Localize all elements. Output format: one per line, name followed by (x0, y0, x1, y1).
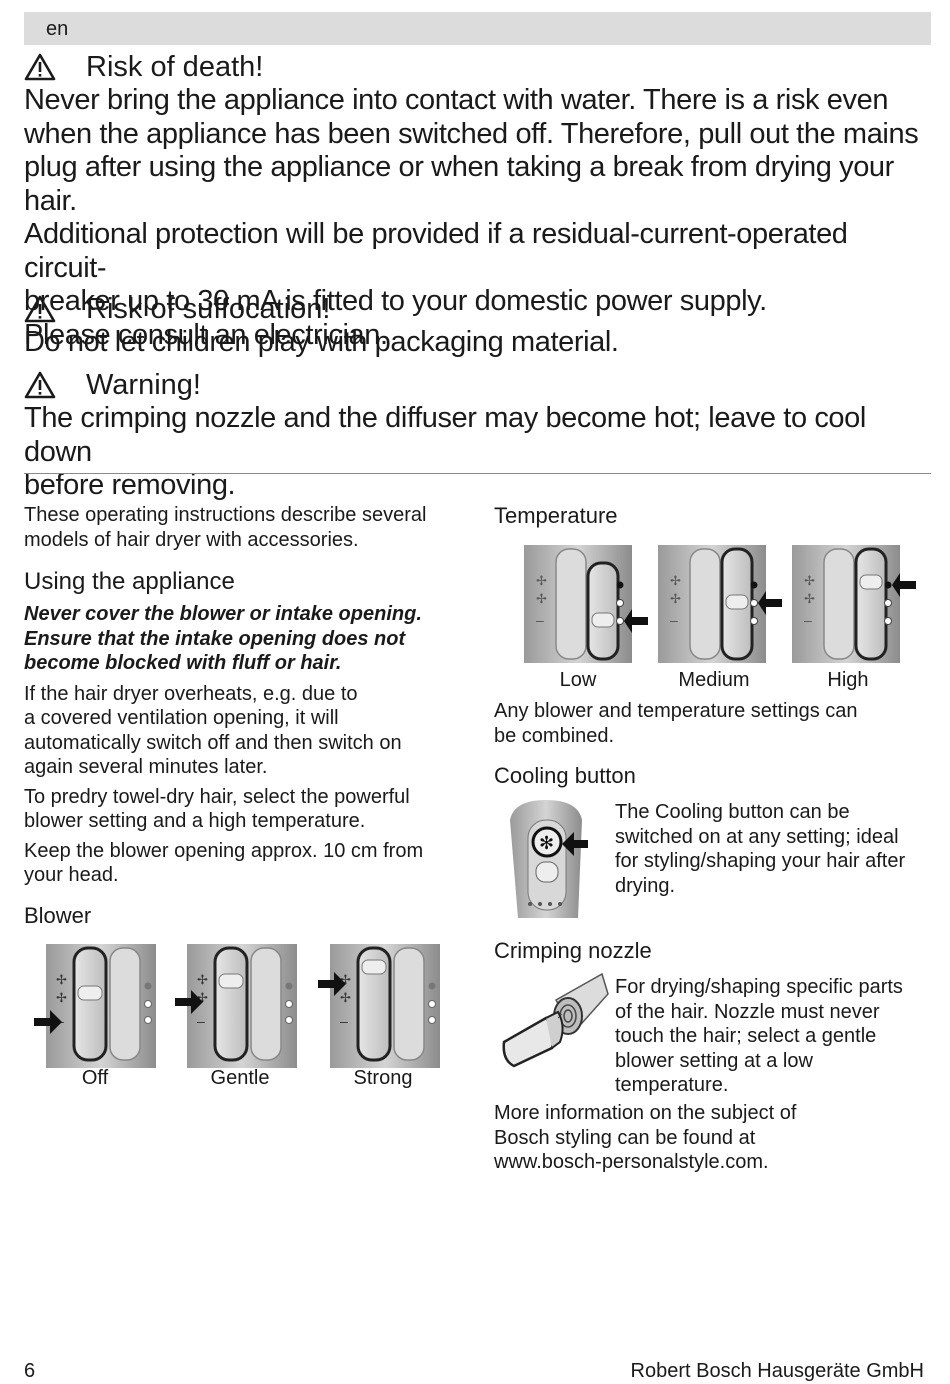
using-appliance-heading: Using the appliance (24, 568, 235, 595)
caption-medium: Medium (678, 669, 750, 691)
blower-strong-panel: ✢ ✢ – (318, 944, 440, 1068)
cooling-button-illustration: ✻ (510, 800, 588, 918)
crimping-section: Crimping nozzle (494, 937, 934, 965)
caption-strong: Strong (353, 1067, 413, 1089)
svg-text:✢: ✢ (340, 990, 351, 1005)
warning-text: Never bring the appliance into contact w… (24, 84, 919, 351)
intro-text: These operating instructions describe se… (24, 504, 427, 551)
caution-text: Never cover the blower or intake opening… (24, 603, 422, 674)
overheat-text: If the hair dryer overheats, e.g. due to… (24, 682, 402, 779)
warning-risk-of-death: Risk of death! Never bring the appliance… (24, 50, 934, 352)
svg-text:–: – (197, 1013, 205, 1029)
warning-title: Risk of death! (86, 51, 264, 83)
blower-gentle-panel: ✢ ✢ – (175, 944, 297, 1068)
temperature-settings-illustration: ✢ ✢ – ✢ ✢ – ✢ ✢ – (524, 545, 916, 663)
warning-triangle-icon (24, 53, 56, 81)
cooling-text: The Cooling button can be switched on at… (615, 801, 906, 897)
snowflake-icon: ✻ (539, 833, 554, 853)
svg-text:✢: ✢ (670, 591, 681, 606)
svg-text:–: – (804, 612, 812, 628)
section-divider (24, 473, 931, 474)
svg-text:✢: ✢ (804, 591, 815, 606)
language-code: en (46, 18, 69, 40)
caption-off: Off (81, 1067, 109, 1089)
caption-low: Low (559, 669, 597, 691)
website-link[interactable]: www.bosch-personalstyle.com. (494, 1151, 769, 1173)
caption-high: High (827, 669, 869, 691)
temperature-heading: Temperature (494, 503, 618, 528)
blower-settings-illustration: ✢ ✢ – ✢ ✢ – ✢ ✢ – (34, 944, 440, 1068)
distance-text: Keep the blower opening approx. 10 cm fr… (24, 839, 424, 887)
warning-hot-accessories: Warning! The crimping nozzle and the dif… (24, 368, 934, 503)
svg-text:✢: ✢ (804, 573, 815, 588)
svg-text:✢: ✢ (197, 972, 208, 987)
blower-off-panel: ✢✢– (34, 944, 156, 1068)
left-column: These operating instructions describe se… (24, 503, 464, 930)
crimping-nozzle-illustration (502, 972, 609, 1068)
warning-title: Risk of suffocation! (86, 293, 331, 325)
warning-triangle-icon (24, 295, 56, 323)
svg-text:✢: ✢ (670, 573, 681, 588)
temp-medium-panel: ✢ ✢ – (658, 545, 782, 663)
caption-gentle: Gentle (210, 1067, 270, 1089)
svg-text:–: – (536, 612, 544, 628)
svg-text:✢: ✢ (56, 972, 67, 987)
svg-text:✢: ✢ (536, 573, 547, 588)
page-number: 6 (24, 1360, 36, 1382)
svg-text:–: – (340, 1013, 348, 1029)
predry-text: To predry towel-dry hair, select the pow… (24, 785, 410, 833)
warning-text: The crimping nozzle and the diffuser may… (24, 402, 866, 501)
warning-text: Do not let children play with packaging … (24, 326, 619, 358)
crimping-text: For drying/shaping specific parts of the… (615, 976, 903, 1096)
warning-triangle-icon (24, 371, 56, 399)
warning-risk-of-suffocation: Risk of suffocation! Do not let children… (24, 292, 934, 360)
svg-text:✢: ✢ (197, 990, 208, 1005)
right-column: Temperature (494, 502, 934, 530)
combine-text: Any blower and temperature settings can … (494, 699, 934, 790)
svg-text:✢: ✢ (56, 990, 67, 1005)
svg-text:✢: ✢ (340, 972, 351, 987)
svg-text:✢: ✢ (536, 591, 547, 606)
warning-title: Warning! (86, 369, 201, 401)
svg-text:–: – (670, 612, 678, 628)
company-name: Robert Bosch Hausgeräte GmbH (630, 1360, 924, 1382)
cooling-heading: Cooling button (494, 763, 636, 788)
temp-high-panel: ✢ ✢ – (792, 545, 916, 663)
crimping-heading: Crimping nozzle (494, 938, 652, 963)
language-bar: en (24, 12, 931, 45)
more-info-text: More information on the subject of Bosch… (494, 1101, 934, 1175)
temp-low-panel: ✢ ✢ – (524, 545, 648, 663)
blower-heading: Blower (24, 902, 92, 928)
